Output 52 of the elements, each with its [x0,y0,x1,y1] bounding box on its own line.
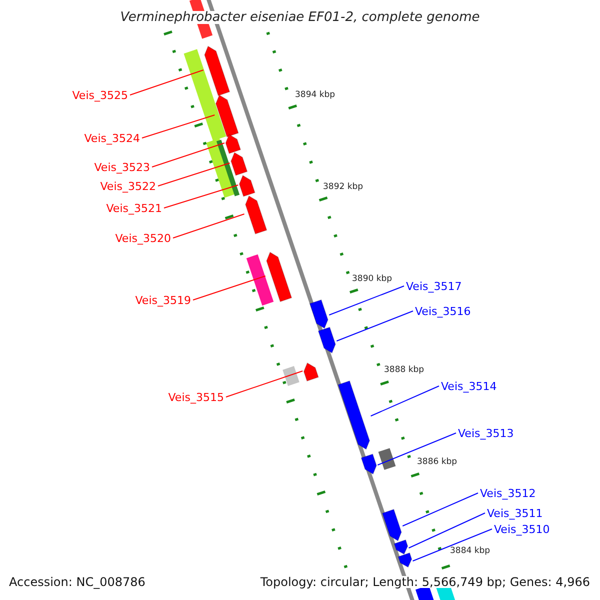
gene-feature [360,453,378,475]
gene-label: Veis_3525 [72,90,128,100]
scale-label: 3888 kbp [384,366,424,374]
gene-feature [338,380,370,450]
gene-feature [266,252,292,302]
gene-label: Veis_3512 [480,488,536,498]
leader-line [336,310,414,342]
leader-line [130,70,204,96]
leader-line [377,432,456,466]
gene-label: Veis_3513 [458,428,514,438]
scale-label: 3894 kbp [295,91,336,100]
leader-line [192,276,266,300]
gene-feature [309,299,328,329]
gene-label: Veis_3510 [494,524,550,534]
leader-line [172,214,245,238]
gene-feature [318,326,336,354]
gene-feature [382,508,402,542]
leader-line [402,492,478,526]
gene-label: Veis_3521 [106,202,162,214]
leader-line [412,528,492,562]
map-title: Verminephrobacter eiseniae EF01-2, complete genome [120,11,480,24]
leader-line [328,286,404,316]
gene-feature [244,195,268,235]
gene-label: Veis_3517 [406,280,462,292]
gene-label: Veis_3523 [94,162,150,172]
gene-label: Veis_3511 [487,508,543,518]
leader-line [164,184,239,208]
gene-feature [394,539,408,555]
scale-label: 3892 kbp [323,183,364,192]
leader-line [226,370,304,398]
leader-line [370,386,440,416]
gene-label: Veis_3522 [100,180,156,192]
gene-label: Veis_3516 [415,306,471,316]
gene-feature [230,152,248,176]
scale-label: 3884 kbp [450,547,490,556]
gene-label: Veis_3514 [441,380,497,392]
gene-feature [204,46,230,96]
gene-label: Veis_3524 [84,132,140,144]
leader-line [408,512,486,548]
gene-label: Veis_3519 [135,294,191,306]
gene-feature [303,362,320,382]
leader-line [152,142,225,168]
footer-text: Accession: NC_008786 [9,576,146,588]
leader-line [158,162,230,186]
footer-text: Topology: circular; Length: 5,566,749 bp; Genes: 4,966 [260,576,590,588]
gene-feature [398,552,412,568]
leader-line [142,114,216,138]
scale-label: 3890 kbp [352,275,392,284]
scale-label: 3886 kbp [417,458,458,466]
gene-label: Veis_3515 [168,392,224,402]
gene-label: Veis_3520 [115,232,171,244]
gene-feature [225,134,242,154]
